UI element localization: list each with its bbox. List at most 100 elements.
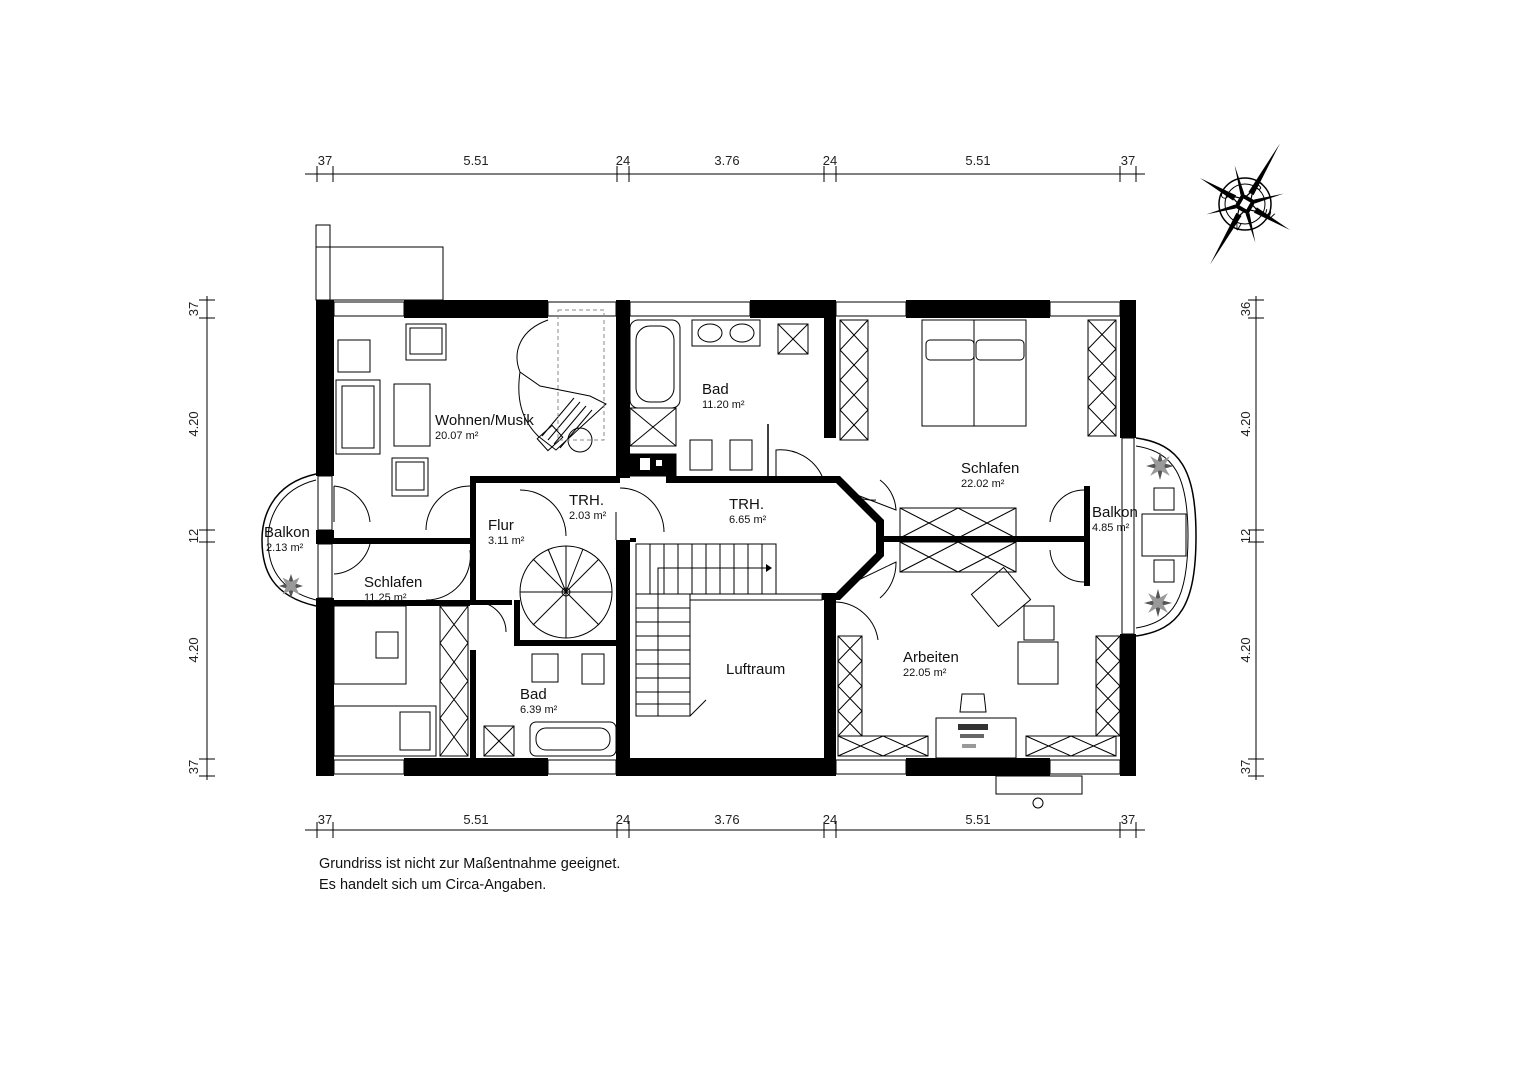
dimension-chain-top: 37 5.51 24 3.76 24 5.51 37	[305, 153, 1145, 182]
dim-left-3: 12	[186, 529, 201, 543]
room-area-schlafen-right: 22.02 m²	[961, 478, 1005, 490]
balcony-table	[1141, 513, 1187, 557]
dimension-chain-bottom: 37 5.51 24 3.76 24 5.51 37	[305, 812, 1145, 838]
room-name-schlafen-right: Schlafen	[961, 460, 1019, 477]
room-name-wohnen: Wohnen/Musik	[435, 412, 534, 429]
furniture-bad-top	[629, 319, 823, 477]
room-name-trh-large: TRH.	[729, 496, 764, 513]
spiral-staircase	[519, 545, 613, 639]
dim-top-3: 24	[616, 153, 630, 168]
furniture-schlafen-right	[839, 319, 1117, 539]
room-area-bad-top: 11.20 m²	[702, 399, 745, 411]
bidet-icon	[729, 439, 753, 471]
dim-right-4: 4.20	[1238, 637, 1253, 662]
wardrobe	[839, 319, 869, 441]
balcony-right	[1135, 437, 1197, 637]
sink	[531, 653, 559, 683]
wardrobe	[1087, 319, 1117, 437]
room-area-wohnen: 20.07 m²	[435, 430, 479, 442]
dim-bottom-7: 37	[1121, 812, 1135, 827]
furniture-bad-bottom	[483, 653, 617, 757]
room-area-flur: 3.11 m²	[488, 535, 525, 547]
dim-top-1: 37	[318, 153, 332, 168]
double-sink	[691, 319, 761, 347]
dim-bottom-1: 37	[318, 812, 332, 827]
room-name-trh-small: TRH.	[569, 492, 604, 509]
outer-walls	[316, 300, 1136, 776]
dim-top-5: 24	[823, 153, 837, 168]
room-name-arbeiten: Arbeiten	[903, 649, 959, 666]
dim-right-1: 36	[1238, 302, 1253, 316]
dimension-chain-left: 37 4.20 12 4.20 37	[186, 296, 215, 780]
bathtub	[529, 721, 617, 757]
disclaimer-line-1: Grundriss ist nicht zur Maßentnahme geei…	[319, 856, 621, 872]
room-name-flur: Flur	[488, 517, 514, 534]
room-area-bad-bottom: 6.39 m²	[520, 704, 558, 716]
room-name-balkon-right: Balkon	[1092, 504, 1138, 521]
bed	[333, 705, 437, 757]
room-name-luftraum: Luftraum	[726, 661, 785, 678]
dimension-chain-right: 36 4.20 12 4.20 37	[1238, 296, 1264, 780]
shelf	[1095, 635, 1121, 737]
dim-top-4: 3.76	[714, 153, 739, 168]
dim-right-5: 37	[1238, 760, 1253, 774]
dim-bottom-2: 5.51	[463, 812, 488, 827]
straight-staircase	[635, 543, 823, 717]
dim-left-5: 37	[186, 760, 201, 774]
interior-walls	[334, 318, 1090, 758]
furniture-schlafen-left	[333, 605, 469, 757]
dim-bottom-5: 24	[823, 812, 837, 827]
desk-chair	[959, 693, 987, 713]
dim-right-2: 4.20	[1238, 411, 1253, 436]
shower	[629, 407, 677, 447]
room-name-bad-bottom: Bad	[520, 686, 547, 703]
dim-top-7: 37	[1121, 153, 1135, 168]
computer-icon	[958, 724, 988, 730]
plant-icon	[1146, 452, 1174, 480]
dim-left-1: 37	[186, 302, 201, 316]
shower-tray	[777, 323, 809, 355]
room-area-trh-small: 2.03 m²	[569, 510, 607, 522]
room-name-balkon-left: Balkon	[264, 524, 310, 541]
room-name-schlafen-left: Schlafen	[364, 574, 422, 591]
roof-terrace-outline	[315, 224, 444, 301]
furniture-wohnen	[335, 309, 607, 497]
armchair	[337, 339, 371, 373]
compass-rose-icon: S W N O	[1199, 143, 1291, 265]
desk-chair	[375, 631, 399, 659]
room-labels: Wohnen/Musik 20.07 m² Bad 11.20 m² Schla…	[264, 381, 1138, 716]
balcony-left	[261, 473, 317, 607]
plant-icon	[279, 574, 303, 598]
shelf	[837, 635, 863, 737]
wardrobe	[439, 605, 469, 757]
shower-tray	[483, 725, 515, 757]
disclaimer-line-2: Es handelt sich um Circa-Angaben.	[319, 877, 547, 893]
dim-top-6: 5.51	[965, 153, 990, 168]
dim-bottom-6: 5.51	[965, 812, 990, 827]
grand-piano-icon	[516, 319, 607, 451]
compass-label-n: N	[1230, 219, 1243, 233]
room-area-balkon-left: 2.13 m²	[266, 542, 304, 554]
balcony-chair	[1153, 559, 1175, 583]
dim-right-3: 12	[1238, 529, 1253, 543]
balcony-chair	[1153, 487, 1175, 511]
dim-bottom-4: 3.76	[714, 812, 739, 827]
furniture-arbeiten	[837, 541, 1121, 809]
room-area-balkon-right: 4.85 m²	[1092, 522, 1130, 534]
armchair	[1017, 641, 1059, 685]
toilet-icon	[581, 653, 605, 685]
armchair	[970, 566, 1032, 628]
desk	[333, 605, 407, 685]
doors	[333, 479, 1085, 641]
wardrobe-low	[899, 507, 1017, 539]
toilet-icon	[689, 439, 713, 471]
room-name-bad-top: Bad	[702, 381, 729, 398]
armchair	[1023, 605, 1055, 641]
sofa	[335, 379, 381, 455]
dim-left-2: 4.20	[186, 411, 201, 436]
room-area-trh-large: 6.65 m²	[729, 514, 767, 526]
room-area-arbeiten: 22.05 m²	[903, 667, 947, 679]
dim-left-4: 4.20	[186, 637, 201, 662]
coffee-table	[393, 383, 431, 447]
desk	[935, 717, 1017, 759]
